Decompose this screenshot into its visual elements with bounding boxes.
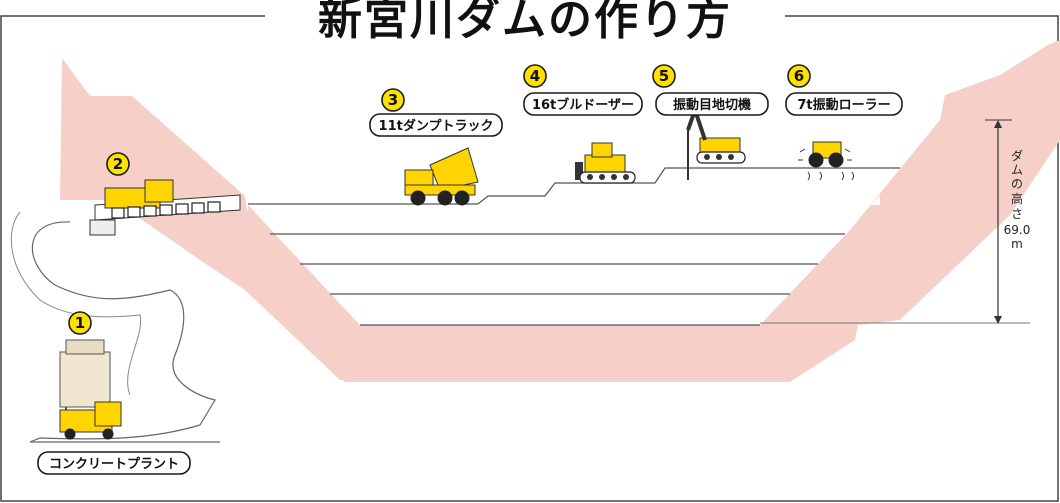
bottom-rock <box>248 205 858 382</box>
joint-cutter <box>686 103 746 180</box>
svg-text:の: の <box>1011 177 1023 191</box>
vibratory-roller <box>798 141 854 181</box>
step-4-label: 16tブルドーザー <box>532 97 634 113</box>
step-5-badge <box>652 64 676 88</box>
step-3-label-pill <box>369 113 503 137</box>
concrete-plant <box>59 339 122 440</box>
step-1: 1 コンクリートプラント <box>37 311 191 475</box>
svg-text:3: 3 <box>388 91 398 109</box>
step-6-label-pill <box>785 92 903 116</box>
dam-top-surface <box>477 167 900 205</box>
step-6: 6 7t振動ローラー <box>785 64 903 116</box>
dump-truck <box>404 147 479 206</box>
step-5-label: 振動目地切機 <box>673 97 751 113</box>
step-1-badge <box>68 311 92 335</box>
step-2-badge <box>106 152 130 176</box>
svg-text:ム: ム <box>1011 163 1023 177</box>
step-2: 2 <box>106 152 130 176</box>
svg-text:4: 4 <box>530 67 540 85</box>
step-6-badge <box>787 64 811 88</box>
svg-text:5: 5 <box>659 67 669 85</box>
svg-text:6: 6 <box>794 67 804 85</box>
bulldozer <box>575 142 636 184</box>
step-3-badge <box>381 88 405 112</box>
page-title: 新宮川ダムの作り方 <box>318 0 732 45</box>
step-5-label-pill <box>655 92 769 116</box>
height-value: 69.0 <box>1004 223 1031 237</box>
svg-text:高: 高 <box>1011 191 1023 206</box>
height-label: ダ ム の 高 さ 69.0 m <box>1004 148 1031 251</box>
step-5: 5 振動目地切機 <box>652 64 769 116</box>
conveyor-machine <box>89 179 241 236</box>
svg-text:さ: さ <box>1011 207 1023 221</box>
height-unit: m <box>1011 237 1023 251</box>
step-3: 3 11tダンプトラック <box>369 88 503 137</box>
step-1-label-pill <box>37 451 191 475</box>
height-indicator <box>985 119 1012 324</box>
step-6-label: 7t振動ローラー <box>797 97 890 113</box>
step-4-badge <box>523 64 547 88</box>
step-1-label: コンクリートプラント <box>49 457 179 472</box>
plant-road <box>29 221 220 443</box>
step-4: 4 16tブルドーザー <box>523 64 643 116</box>
svg-text:2: 2 <box>113 155 123 173</box>
step-4-label-pill <box>523 92 643 116</box>
svg-text:ダ: ダ <box>1011 148 1023 163</box>
svg-text:1: 1 <box>75 314 85 332</box>
right-rock <box>760 40 1060 325</box>
dam-body <box>248 195 880 325</box>
step-3-label: 11tダンプトラック <box>379 118 494 134</box>
title-background <box>265 0 785 40</box>
